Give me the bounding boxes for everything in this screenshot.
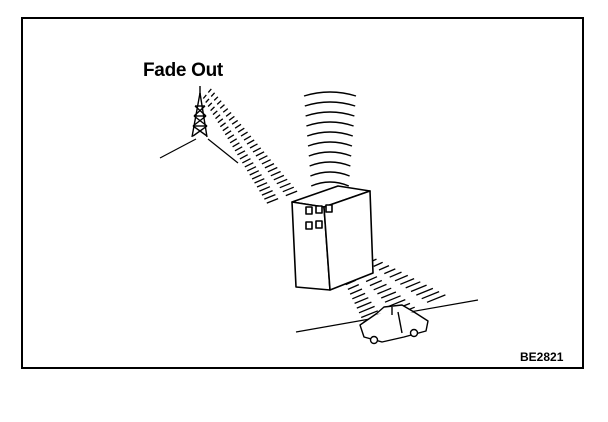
signal-dash [222,126,229,132]
signal-dash [234,123,242,129]
signal-dash [394,274,409,282]
signal-dash [249,143,258,149]
car-icon [359,304,429,345]
signal-dash [237,127,245,133]
signal-dash [267,166,278,173]
wave-arc [306,121,354,127]
signal-dash [369,279,383,287]
signal-dash [219,104,225,109]
scatter-waves [303,91,357,187]
signal-dash [282,186,295,193]
radio-tower-icon [191,86,208,138]
diagram-title: Fade Out [143,60,223,81]
signal-dash [229,138,238,144]
figure-code: BE2821 [520,350,564,364]
signal-dash [273,174,285,181]
signal-dash [416,287,434,296]
signal-dash [246,139,255,145]
signal-dash [244,162,254,168]
signal-dash [276,178,288,185]
wave-arc [310,181,350,187]
signal-dash [207,88,212,93]
wave-arc [308,151,352,157]
signal-dash [373,283,387,291]
signal-dash [347,284,360,290]
signal-dash [239,154,249,160]
signal-dash [264,193,276,200]
signal-dash [259,186,271,192]
signal-dash [222,108,229,113]
signal-dash [279,182,291,189]
signal-dash [219,122,226,128]
signal-dash [400,277,415,285]
signal-dash [232,142,240,148]
signal-dash [252,147,262,153]
figure-frame [21,17,584,369]
signal-dash [210,92,216,97]
signal-dash [213,96,219,101]
wave-arc [303,91,357,97]
signal-dash [266,197,279,204]
signal-dash [227,134,235,140]
signal-dash [254,178,265,184]
signal-dash [217,118,224,124]
tower-ground [159,138,239,164]
signal-band [202,88,298,204]
signal-dash [212,110,218,116]
signal-dash [228,115,235,121]
signal-dash [242,158,251,164]
signal-dash [225,111,232,117]
wave-arc [305,111,355,117]
signal-dash [240,131,248,137]
signal-dash [216,100,222,105]
signal-dash [377,287,392,295]
signal-dash [205,98,210,103]
signal-dash [410,284,427,293]
signal-dash [421,290,440,300]
signal-dash [378,265,390,271]
signal-dash [256,182,268,188]
wave-arc [310,171,350,177]
signal-dash [243,135,252,141]
wave-arc [304,101,356,107]
signal-dash [231,119,239,125]
signal-dash [210,106,215,112]
signal-dash [373,261,383,267]
signal-dash [261,159,271,165]
signal-dash [207,102,213,107]
signal-dash [237,150,246,156]
wave-arc [307,141,353,147]
signal-dash [405,281,421,289]
signal-dash [215,114,221,120]
signal-dash [384,268,396,275]
wave-arc [306,131,354,137]
signal-dash [388,298,406,307]
signal-dash [264,163,275,169]
signal-dash [234,146,243,152]
signal-dash [426,294,446,303]
signal-dash [224,130,232,136]
signal-dash [358,305,375,314]
signal-dash [255,151,265,157]
signal-dash [270,170,281,177]
signal-dash [356,301,372,309]
signal-dash [352,292,366,300]
signal-dash [246,166,257,172]
signal-dash [202,94,207,99]
signal-dash [249,170,260,176]
signal-dash [354,297,369,305]
signal-dash [360,310,379,319]
signal-dash [285,190,298,197]
wave-arc [309,161,351,167]
signal-dash [251,174,262,180]
signal-dash [384,295,401,303]
signal-dash [261,190,273,196]
building-icon [291,185,374,291]
signal-dash [349,288,363,295]
signal-dash [258,155,268,161]
signal-dash [389,271,402,278]
signal-dash [365,276,378,283]
signal-dash [380,291,397,299]
